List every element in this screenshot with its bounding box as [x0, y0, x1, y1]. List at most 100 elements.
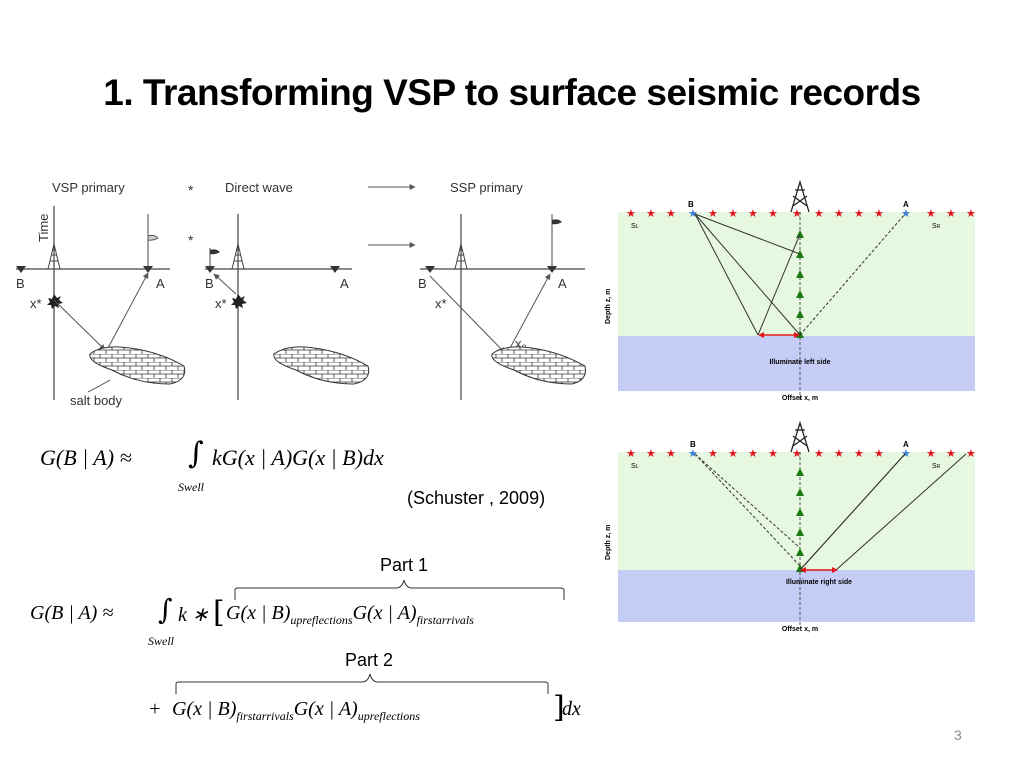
eq2-left-bracket: [: [213, 595, 225, 630]
vsp-schematic-figure: VSP primary * Direct wave SSP primary * …: [16, 180, 586, 408]
svg-text:★: ★: [768, 448, 778, 460]
svg-text:★: ★: [708, 448, 718, 460]
svg-text:A: A: [903, 200, 909, 209]
receiver-b-star: ★: [688, 448, 698, 460]
salt-body: [89, 346, 186, 385]
panel2-label: Direct wave: [225, 180, 293, 195]
illuminate-caption: Illuminate left side: [769, 359, 830, 366]
citation: (Schuster , 2009): [407, 488, 546, 508]
time-axis-label: Time: [36, 214, 51, 242]
svg-text:★: ★: [874, 208, 884, 220]
svg-text:★: ★: [792, 208, 802, 220]
svg-text:★: ★: [646, 208, 656, 220]
eq1-lower-limit: Swell: [178, 480, 204, 494]
panel2: B A x*: [205, 214, 370, 400]
eq2-integral-sign: ∫: [158, 593, 173, 626]
slide-title: 1. Transforming VSP to surface seismic r…: [103, 72, 921, 113]
svg-text:★: ★: [748, 208, 758, 220]
svg-text:x*: x*: [30, 296, 42, 311]
receiver-b-star: ★: [688, 208, 698, 220]
svg-text:★: ★: [666, 208, 676, 220]
svg-text:★: ★: [646, 448, 656, 460]
svg-text:B: B: [16, 276, 25, 291]
svg-text:★: ★: [946, 208, 956, 220]
eq2-dx: dx: [562, 698, 581, 720]
svg-text:A: A: [156, 276, 165, 291]
eq2-plus: +: [148, 698, 162, 720]
svg-text:★: ★: [854, 208, 864, 220]
part2-label: Part 2: [345, 650, 394, 670]
page-number: 3: [954, 727, 962, 743]
svg-text:★: ★: [728, 448, 738, 460]
derrick-icon: [790, 420, 810, 453]
svg-text:★: ★: [708, 208, 718, 220]
svg-text:A: A: [340, 276, 349, 291]
star-symbol-mid: *: [188, 232, 194, 248]
eq1-integrand: kG(x | A)G(x | B)dx: [212, 445, 384, 470]
lower-layer: [618, 336, 975, 391]
svg-text:★: ★: [854, 448, 864, 460]
receiver-a-star: ★: [901, 448, 911, 460]
receiver-b-icon: [16, 266, 26, 273]
panel1-label: VSP primary: [52, 180, 125, 195]
svg-text:A: A: [903, 440, 909, 449]
svg-text:x*: x*: [215, 296, 227, 311]
upper-layer: [618, 212, 975, 336]
eq2-term2: G(x | B)firstarrivalsG(x | A)upreflectio…: [172, 698, 420, 723]
svg-text:★: ★: [926, 208, 936, 220]
panel3-label: SSP primary: [450, 180, 523, 195]
eq2-lhs: G(B | A) ≈: [30, 602, 114, 624]
part2-brace: [175, 673, 549, 694]
eq2-k: k ∗: [178, 604, 209, 626]
svg-text:A: A: [558, 276, 567, 291]
svg-text:★: ★: [768, 208, 778, 220]
salt-body-label: salt body: [70, 393, 123, 408]
svg-text:B: B: [205, 276, 214, 291]
model-figure-bottom: ★ ★ ★ ★ ★ ★ ★ ★ ★ ★ ★ ★ ★ ★ ★ ★ ★ B A SL SR Depth z…: [605, 420, 976, 633]
svg-text:★: ★: [966, 208, 976, 220]
offset-axis-label: Offset x, m: [782, 626, 818, 633]
svg-text:★: ★: [666, 448, 676, 460]
svg-text:B: B: [690, 440, 696, 449]
svg-text:★: ★: [814, 208, 824, 220]
svg-text:★: ★: [926, 448, 936, 460]
eq2-lower-limit: Swell: [148, 634, 174, 648]
eq1-lhs: G(B | A) ≈: [40, 445, 132, 470]
svg-text:B: B: [418, 276, 427, 291]
svg-text:x*: x*: [435, 296, 447, 311]
svg-text:★: ★: [748, 448, 758, 460]
panel1: Time B A x* salt body: [16, 206, 186, 408]
offset-axis-label: Offset x, m: [782, 395, 818, 402]
salt-body-3: [491, 346, 586, 385]
eq2-term1: G(x | B)upreflectionsG(x | A)firstarriva…: [226, 602, 474, 627]
svg-text:SL: SL: [631, 223, 639, 230]
eq1-integral-sign: ∫: [188, 436, 204, 471]
svg-text:★: ★: [792, 448, 802, 460]
illuminate-caption: Illuminate right side: [786, 579, 852, 586]
salt-body-2: [273, 346, 370, 385]
source-stars: ★ ★ ★ ★ ★ ★ ★ ★ ★ ★ ★ ★ ★ ★ ★: [626, 208, 976, 220]
svg-text:★: ★: [626, 208, 636, 220]
svg-text:★: ★: [834, 448, 844, 460]
star-symbol-top: *: [188, 182, 194, 198]
source-stars: ★ ★ ★ ★ ★ ★ ★ ★ ★ ★ ★ ★ ★ ★ ★: [626, 448, 976, 460]
model-figure-top: ★★★★ ★★★★ ★★★★ ★★★ ★ ★ B A SL SR Depth z…: [605, 179, 976, 402]
svg-text:SL: SL: [631, 463, 639, 470]
depth-axis-label: Depth z, m: [605, 289, 612, 324]
svg-text:★: ★: [874, 448, 884, 460]
receiver-a-star: ★: [901, 208, 911, 220]
eq2-right-bracket: ]: [553, 690, 565, 725]
depth-axis-label: Depth z, m: [605, 525, 612, 560]
derrick-icon: [47, 243, 61, 270]
svg-text:★: ★: [814, 448, 824, 460]
svg-text:★: ★: [946, 448, 956, 460]
svg-text:B: B: [688, 200, 694, 209]
receiver-a-icon: [143, 266, 153, 273]
part1-label: Part 1: [380, 555, 429, 575]
part1-brace: [234, 579, 565, 600]
derrick-icon: [790, 179, 810, 213]
svg-text:SR: SR: [932, 463, 941, 470]
svg-text:★: ★: [966, 448, 976, 460]
svg-text:★: ★: [626, 448, 636, 460]
panel3: B A x* x0: [418, 214, 586, 400]
